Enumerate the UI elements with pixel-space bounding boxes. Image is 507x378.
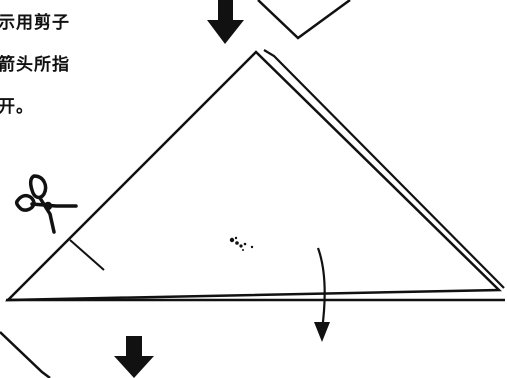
down-arrow-icon bbox=[207, 0, 244, 44]
down-arrow-icon bbox=[114, 336, 154, 378]
scissors-icon bbox=[14, 174, 78, 234]
next-step-shape bbox=[0, 331, 51, 378]
folded-triangle bbox=[4, 49, 505, 302]
previous-step-shape bbox=[257, 0, 351, 40]
cut-line bbox=[69, 239, 105, 271]
instruction-text: 示用剪子 箭头所指 开。 bbox=[0, 2, 138, 128]
instruction-line-3: 开。 bbox=[0, 97, 34, 117]
smudge-mark bbox=[229, 236, 254, 251]
instruction-line-2: 箭头所指 bbox=[0, 55, 70, 75]
curved-arrow-icon bbox=[314, 247, 330, 342]
instruction-line-1: 示用剪子 bbox=[0, 13, 70, 33]
